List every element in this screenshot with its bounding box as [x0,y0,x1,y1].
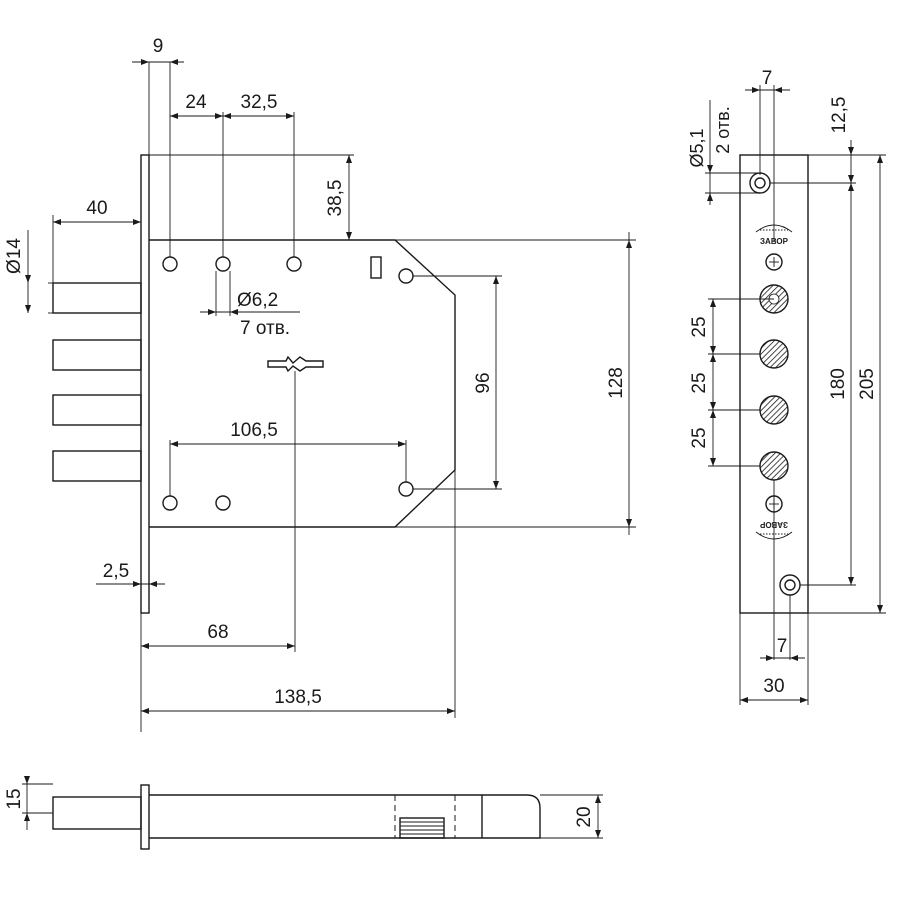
dim-30: 30 [763,676,784,697]
dim-pitch-25-2: 25 [689,372,710,393]
bolt-opening-3 [759,395,789,425]
hole [215,495,231,511]
side-view: 15 20 [4,776,603,850]
faceplate [140,154,150,614]
dim-faceplate-7-top: 7 [762,68,773,89]
dim-faceplate-7-bottom: 7 [777,636,788,657]
bolt-opening-2 [759,339,789,369]
screw-head-top [765,253,783,271]
side-body [149,794,541,839]
hole-count-label: 7 отв. [240,318,290,339]
hole [162,495,178,511]
bolts [52,282,142,482]
screw-hole-bottom [779,574,801,596]
hole [398,481,414,497]
lock-body [149,239,456,528]
screw-hole-count-label: 2 отв. [713,106,733,153]
dim-24: 24 [185,92,207,113]
dim-96: 96 [473,372,494,393]
bolt-3 [52,394,142,426]
mounting-holes [162,256,414,511]
dim-pitch-25-1: 25 [689,316,710,337]
dim-9: 9 [153,36,164,57]
screw-hole-top [749,172,771,194]
dim-15: 15 [4,788,25,809]
dim-12-5: 12,5 [829,97,850,134]
bolt-2 [52,339,142,371]
dim-diameter-14: Ø14 [4,238,25,274]
dim-138-5: 138,5 [274,687,322,708]
front-view: 9 24 32,5 38,5 40 Ø14 Ø6,2 7 отв. 106,5 … [4,36,636,732]
bolt-4 [52,450,142,482]
dim-180: 180 [828,368,849,400]
hole [162,256,178,272]
bolt-openings [759,284,789,481]
screw-hole-bottom-inner [784,579,796,591]
keyhole [267,355,324,373]
side-bolt [52,796,142,830]
screw-hole-top-inner [754,177,766,189]
dim-128: 128 [606,367,627,399]
dim-diameter-6-2: Ø6,2 [237,290,278,311]
dim-205: 205 [857,368,878,400]
dim-106-5: 106,5 [230,420,278,441]
dim-40: 40 [86,198,107,219]
dim-diameter-5-1: Ø5,1 [687,128,707,167]
dim-38-5: 38,5 [325,180,346,217]
faceplate-view: ЗАВОР ЗАВОР [687,68,886,705]
hole [215,256,231,272]
bolt-1 [52,282,142,314]
bolt-opening-4 [759,451,789,481]
dim-2-5: 2,5 [103,561,129,582]
hole [286,256,302,272]
slot [370,256,382,279]
dim-20: 20 [574,806,595,827]
hole [398,268,414,284]
side-faceplate [140,784,150,850]
dim-pitch-25-3: 25 [689,427,710,448]
dim-68: 68 [207,622,228,643]
dim-32-5: 32,5 [241,92,278,113]
side-mechanism [399,817,445,839]
